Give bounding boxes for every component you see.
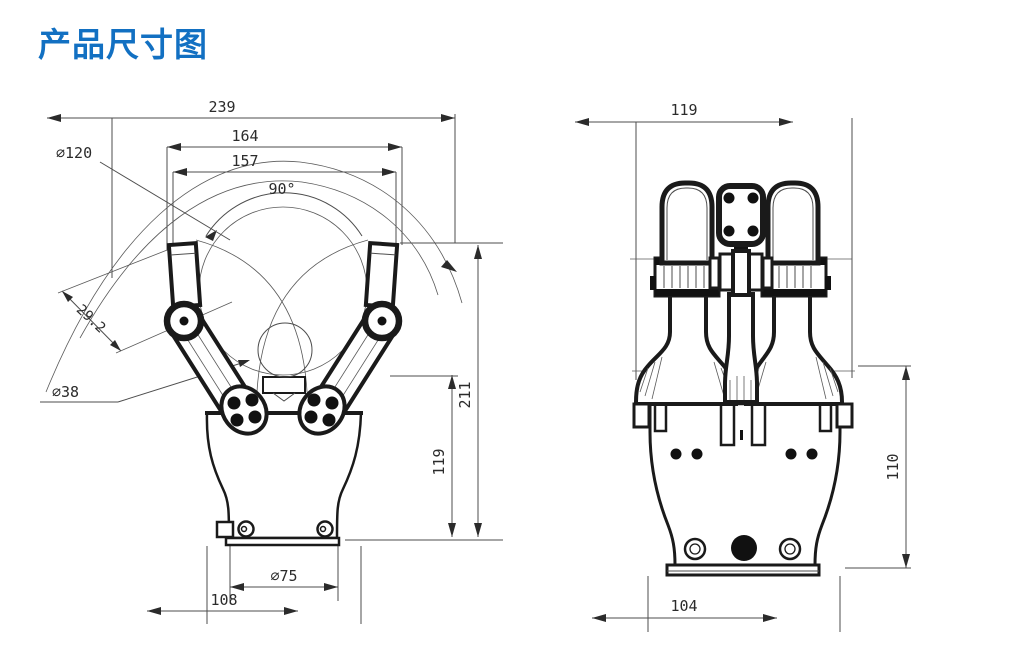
dim-width-overall: 239 xyxy=(208,98,235,116)
front-view-dimension-lines xyxy=(40,114,503,624)
center-bolt xyxy=(731,535,757,561)
side-view-gripper-body xyxy=(632,180,854,577)
dim-width-outer: 164 xyxy=(231,127,258,145)
dim-height-body: 119 xyxy=(430,448,448,475)
dim-flange-diameter: ∅75 xyxy=(270,567,297,585)
side-right-finger xyxy=(744,180,854,429)
left-pulley xyxy=(163,300,205,342)
dim-grip-diameter: ∅120 xyxy=(56,144,92,162)
object-circle xyxy=(257,322,313,378)
dim-side-height-body: 110 xyxy=(884,453,902,480)
dim-base-width: 108 xyxy=(210,591,237,609)
dim-side-base-width: 104 xyxy=(670,597,697,615)
left-knuckle xyxy=(219,384,269,436)
right-knuckle xyxy=(297,384,347,436)
dim-height-overall: 211 xyxy=(456,381,474,408)
side-view-drawing: 119 110 104 xyxy=(575,101,911,632)
dim-side-width-top: 119 xyxy=(670,101,697,119)
dim-object-diameter: ∅38 xyxy=(52,383,79,401)
base-tab xyxy=(215,520,235,539)
right-fingertip xyxy=(363,240,400,309)
front-view-drawing: 239 164 157 90° ∅120 29.2 ∅38 211 119 ∅7… xyxy=(40,98,503,624)
front-view-gripper-body xyxy=(163,240,403,547)
dim-width-inner: 157 xyxy=(231,152,258,170)
side-center-finger xyxy=(708,183,774,404)
dim-finger-stroke: 29.2 xyxy=(73,302,109,337)
dim-open-angle: 90° xyxy=(268,180,295,198)
right-pulley xyxy=(361,300,403,342)
page-title: 产品尺寸图 xyxy=(38,25,208,64)
side-view-dimension-labels: 119 110 104 xyxy=(670,101,902,615)
left-fingertip xyxy=(166,241,203,310)
